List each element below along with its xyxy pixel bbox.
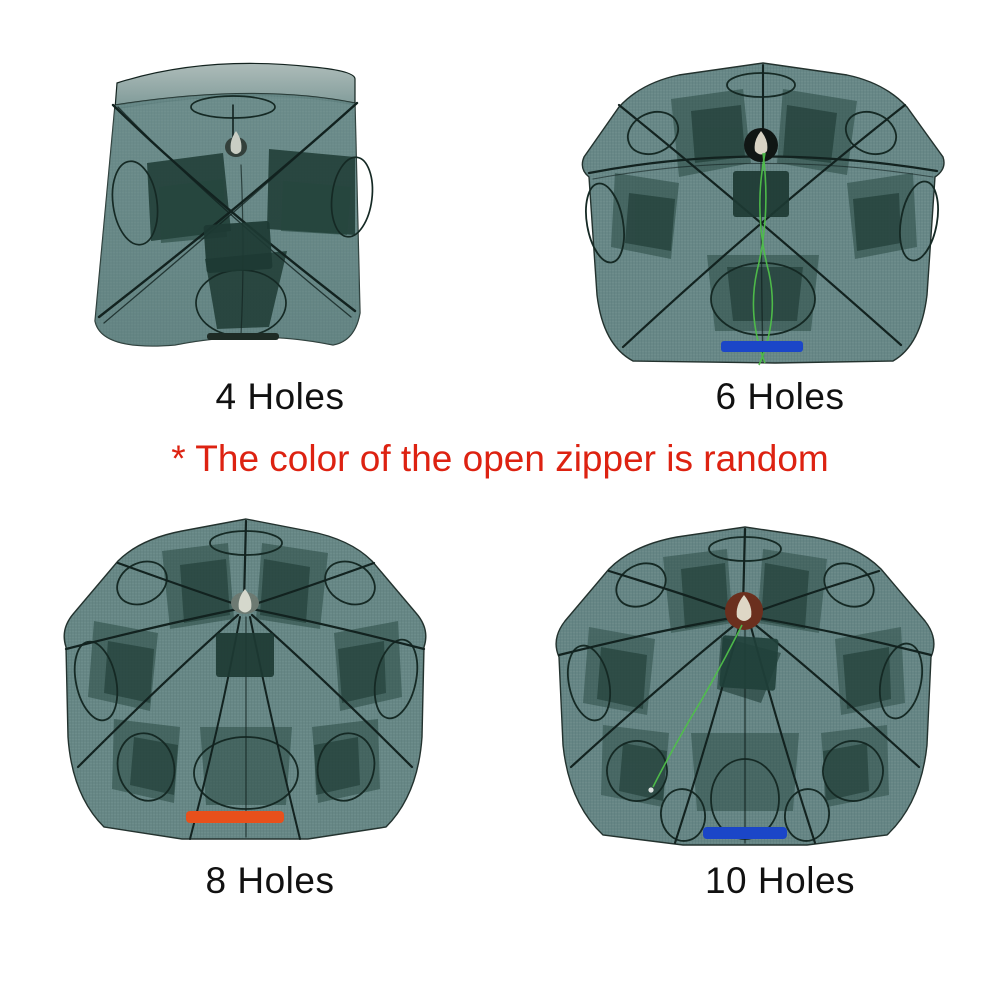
zipper-strip: [207, 333, 279, 340]
trap-image-8-holes[interactable]: [50, 505, 440, 850]
bait-bag: [203, 220, 273, 274]
funnel-cones: [625, 105, 901, 321]
funnel-cones: [104, 559, 386, 795]
center-hub: [725, 592, 763, 630]
trap-label-10-holes: 10 Holes: [704, 860, 856, 901]
zipper-color-note: * The color of the open zipper is random: [171, 438, 829, 479]
center-hub: [225, 131, 247, 157]
pull-cord: [648, 624, 743, 793]
entry-holes: [585, 72, 939, 336]
center-hub: [744, 128, 778, 162]
trap-image-4-holes[interactable]: [55, 45, 395, 365]
trap-label-6-holes: 6 Holes: [715, 376, 845, 417]
trap-image-10-holes[interactable]: [545, 515, 945, 855]
pull-cord: [752, 152, 774, 366]
bait-bag: [733, 171, 789, 217]
zipper-strip: [186, 811, 284, 823]
zipper-strip: [721, 341, 803, 352]
bait-bag: [216, 633, 274, 677]
bait-bag: [719, 635, 779, 691]
center-hub: [231, 589, 259, 614]
trap-image-6-holes[interactable]: [575, 45, 950, 375]
zipper-strip: [703, 827, 787, 839]
trap-label-4-holes: 4 Holes: [215, 376, 345, 417]
trap-label-8-holes: 8 Holes: [205, 860, 335, 901]
